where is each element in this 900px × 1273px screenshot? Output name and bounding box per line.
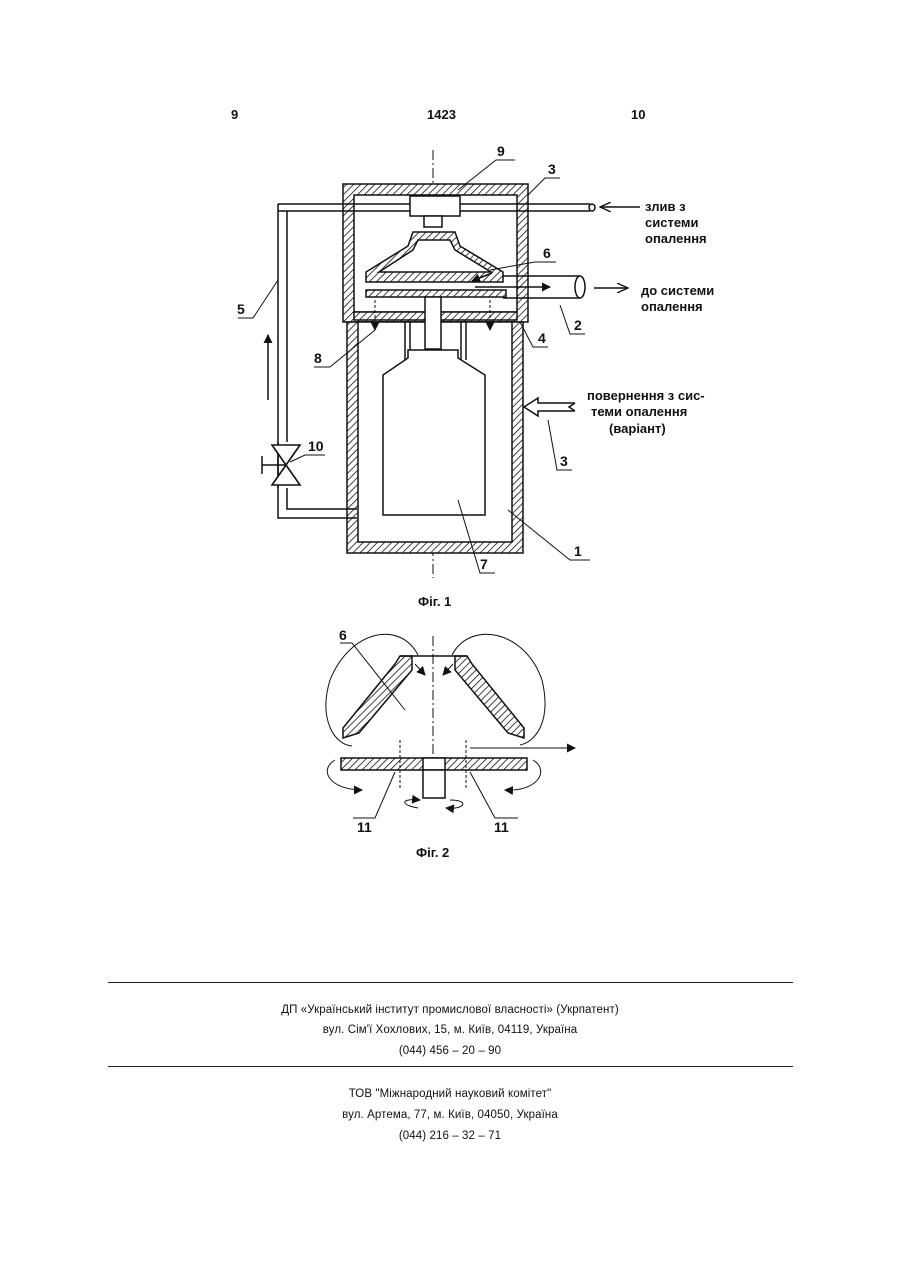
note-drain-line1: злив з [645, 199, 686, 214]
note-return-line3: (варіант) [609, 421, 666, 436]
note-to-system-line1: до системи [641, 283, 714, 298]
fig1-label-9: 9 [497, 143, 505, 159]
patent-drawings: 9 3 6 5 2 8 4 3 10 1 7 злив з системи оп… [0, 0, 900, 900]
fig1-label-5: 5 [237, 301, 245, 317]
note-return-line2: теми опалення [591, 404, 687, 419]
fig1-label-10: 10 [308, 438, 324, 454]
footer-rule-bottom [108, 1066, 793, 1067]
fig1-label-2: 2 [574, 317, 582, 333]
printer-name: ТОВ "Міжнародний науковий комітет" [0, 1088, 900, 1100]
fig1-label-3-right: 3 [560, 453, 568, 469]
fig1-label-4: 4 [538, 330, 546, 346]
fig2-impeller-right [455, 656, 524, 738]
fig1-caption: Фіг. 1 [418, 594, 451, 609]
publisher-name: ДП «Український інститут промислової вла… [0, 1004, 900, 1016]
figure-2 [326, 634, 575, 818]
note-drain-line2: системи [645, 215, 699, 230]
fig2-label-11-left: 11 [357, 819, 372, 835]
footer-rule-top [108, 982, 793, 983]
note-to-system-line2: опалення [641, 299, 703, 314]
note-drain-line3: опалення [645, 231, 707, 246]
fig2-label-6: 6 [339, 627, 347, 643]
note-return-line1: повернення з сис- [587, 388, 705, 403]
publisher-address: вул. Сім'ї Хохлових, 15, м. Київ, 04119,… [0, 1024, 900, 1036]
figure-1 [238, 150, 640, 578]
fig1-label-8: 8 [314, 350, 322, 366]
fig2-caption: Фіг. 2 [416, 845, 449, 860]
inner-body [383, 350, 485, 515]
fig1-label-7: 7 [480, 556, 488, 572]
fig1-label-3-top: 3 [548, 161, 556, 177]
printer-phone: (044) 216 – 32 – 71 [0, 1130, 900, 1142]
fig2-label-11-right: 11 [494, 819, 509, 835]
fig1-label-6: 6 [543, 245, 551, 261]
publisher-phone: (044) 456 – 20 – 90 [0, 1045, 900, 1057]
fig1-label-1: 1 [574, 543, 582, 559]
printer-address: вул. Артема, 77, м. Київ, 04050, Україна [0, 1109, 900, 1121]
fig2-impeller-left [343, 656, 412, 738]
motor-block [410, 196, 460, 216]
